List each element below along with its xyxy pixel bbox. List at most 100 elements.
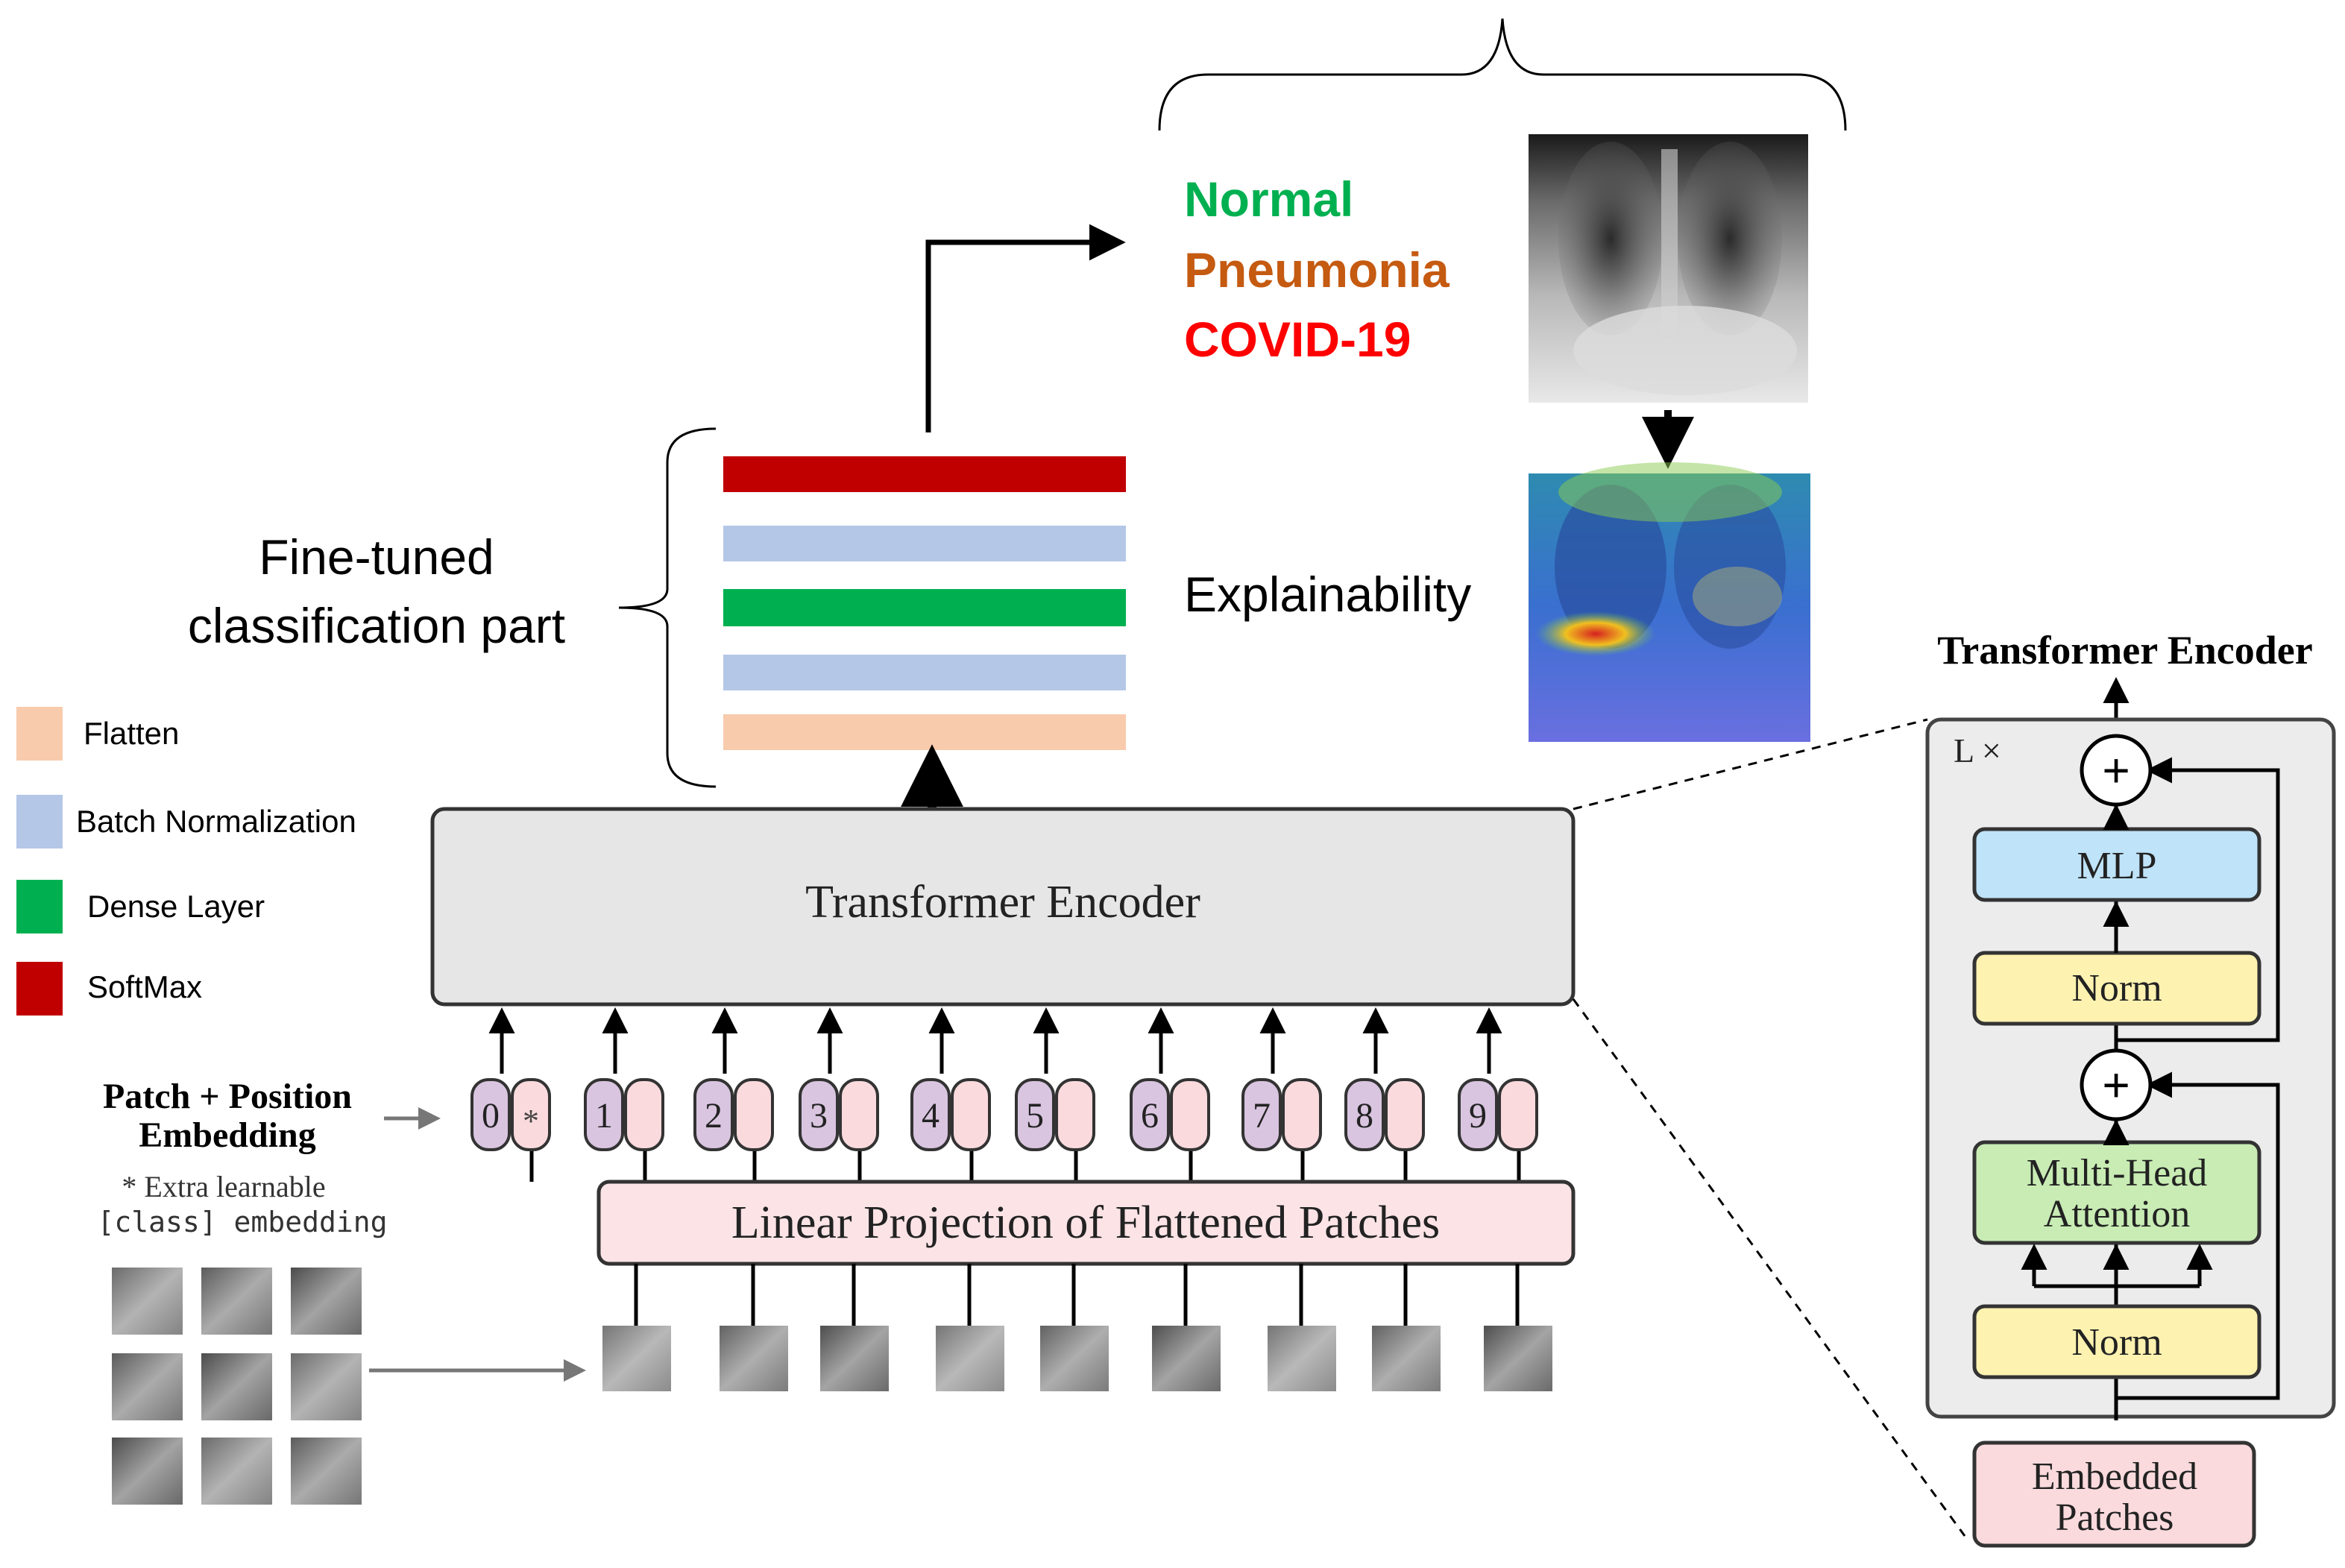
add-symbol-bottom: + (2102, 1058, 2130, 1112)
position-embedding (799, 1078, 839, 1151)
flattened-patch (602, 1326, 671, 1391)
token-index-label: 8 (1356, 1096, 1373, 1136)
token-4: 4 (910, 1007, 991, 1182)
class-covid19: COVID-19 (1184, 312, 1411, 367)
token-index-label: 1 (595, 1096, 613, 1136)
chest-xray-image (1529, 134, 1808, 403)
flattened-patch (1484, 1326, 1552, 1391)
legend-label-softmax: SoftMax (87, 969, 202, 1004)
patch-embedding-label-line2: Embedding (139, 1115, 315, 1155)
token-5: 5 (1015, 1007, 1095, 1182)
token-6: 6 (1130, 1007, 1210, 1182)
class-normal: Normal (1184, 171, 1353, 227)
add-symbol-top: + (2102, 743, 2130, 797)
softmax-layer (723, 456, 1126, 492)
patch-embedding (734, 1078, 774, 1151)
flattened-patch (936, 1326, 1004, 1391)
token-9: 9 (1458, 1007, 1538, 1182)
linear-projection-label: Linear Projection of Flattened Patches (731, 1197, 1440, 1248)
token-index-label: 3 (810, 1096, 828, 1136)
patch-embedding-label-line1: Patch + Position (103, 1077, 352, 1116)
token-8: 8 (1344, 1007, 1425, 1182)
patch-embedding (1385, 1078, 1425, 1151)
legend: Flatten Batch Normalization Dense Layer … (16, 707, 356, 1016)
flattened-patch (1268, 1326, 1336, 1391)
dense-layer (723, 589, 1126, 626)
position-embedding (1344, 1078, 1385, 1151)
output-brace (1158, 18, 1847, 131)
linear-projection-block (597, 1180, 1576, 1266)
image-patch-grid (112, 1268, 362, 1505)
token-index-label: 6 (1141, 1096, 1159, 1136)
flattened-patch (820, 1326, 889, 1391)
patch-embedding (1055, 1078, 1095, 1151)
flattened-patch (720, 1326, 788, 1391)
token-index-label: 7 (1253, 1096, 1271, 1136)
embedded-patches-line1: Embedded (2032, 1455, 2197, 1498)
patch-embedding (839, 1078, 879, 1151)
legend-swatch-flatten (16, 707, 63, 761)
legend-swatch-softmax (16, 962, 63, 1016)
grid-patch (291, 1353, 362, 1420)
residual-path-top (2116, 757, 2280, 1042)
grid-patch (201, 1353, 272, 1420)
token-2: 2 (693, 1007, 774, 1182)
legend-swatch-batchnorm (16, 795, 63, 848)
flattened-patch-row (602, 1264, 1552, 1391)
extra-note-line2: [class] embedding (98, 1206, 388, 1238)
token-index-label: 0 (482, 1096, 500, 1136)
patch-embedding (1170, 1078, 1210, 1151)
mlp-label: MLP (2077, 845, 2157, 887)
legend-label-flatten: Flatten (84, 716, 179, 751)
encoder-repeat-label: L × (1954, 731, 2001, 769)
output-arrow (925, 224, 1126, 432)
patch-embedding (951, 1078, 991, 1151)
grid-patch (201, 1438, 272, 1505)
grid-patch (291, 1268, 362, 1335)
attention-label-line1: Multi-Head (2027, 1152, 2208, 1194)
position-embedding (470, 1078, 511, 1151)
class-token-symbol: * (523, 1103, 539, 1139)
attention-label-line2: Attention (2044, 1193, 2190, 1235)
grid-patch (112, 1438, 183, 1505)
flattened-patch (1372, 1326, 1441, 1391)
embedded-patches-block (1972, 1441, 2256, 1548)
norm-label-top: Norm (2071, 967, 2162, 1010)
batchnorm-layer-bottom (723, 655, 1126, 690)
flattened-patch (1040, 1326, 1109, 1391)
grid-patch (201, 1268, 272, 1335)
explainability-label: Explainability (1184, 567, 1471, 622)
token-index-label: 2 (705, 1096, 723, 1136)
output-classes: Normal Pneumonia COVID-19 (1184, 171, 1450, 367)
chest-xray-heatmap (1529, 462, 1810, 742)
patch-embedding (1282, 1078, 1322, 1151)
classification-label-line1: Fine-tuned (259, 529, 494, 585)
flatten-layer (723, 714, 1126, 750)
position-embedding (1130, 1078, 1170, 1151)
zoom-line-top (1573, 718, 1928, 810)
token-7: 7 (1241, 1007, 1322, 1182)
legend-label-batchnorm: Batch Normalization (76, 804, 356, 839)
embedded-patches-line2: Patches (2056, 1496, 2174, 1539)
grid-patch (112, 1268, 183, 1335)
transformer-encoder-block (430, 807, 1576, 1007)
classification-brace (618, 427, 717, 788)
grid-patch (112, 1353, 183, 1420)
zoom-line-bottom (1572, 998, 1966, 1537)
position-embedding (1458, 1078, 1498, 1151)
class-pneumonia: Pneumonia (1184, 242, 1450, 297)
token-1: 1 (584, 1007, 664, 1182)
patch-embedding (1498, 1078, 1538, 1151)
classification-layers (723, 456, 1126, 750)
norm-block-bottom (1972, 1304, 2261, 1379)
position-embedding (693, 1078, 734, 1151)
norm-label-bottom: Norm (2071, 1321, 2162, 1364)
token-index-label: 4 (922, 1096, 939, 1136)
residual-path-bottom (2116, 1071, 2280, 1400)
flattened-patch (1152, 1326, 1221, 1391)
position-embedding (910, 1078, 951, 1151)
extra-note-line1: * Extra learnable (122, 1170, 325, 1203)
legend-swatch-dense (16, 880, 63, 933)
token-0: 0* (470, 1007, 551, 1182)
